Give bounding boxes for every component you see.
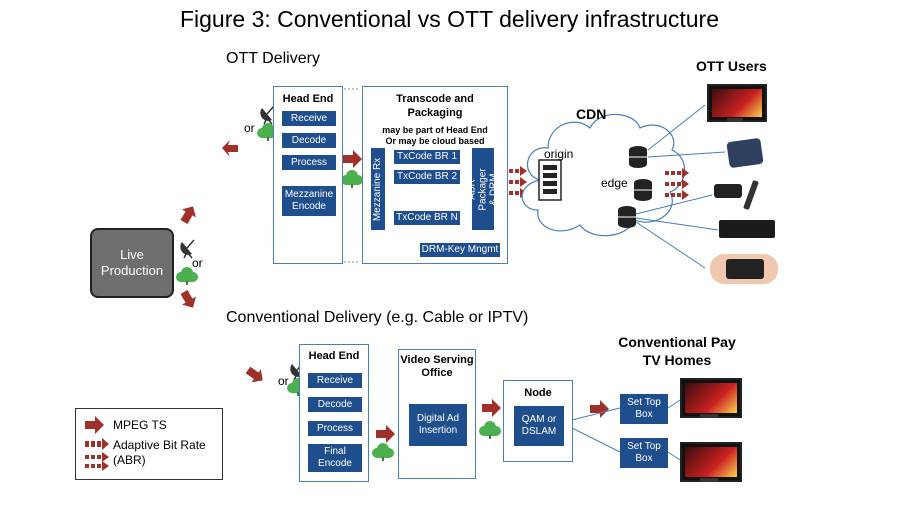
apple-tv-icon <box>726 137 764 169</box>
vso-title: Video Serving Office <box>400 354 474 379</box>
conv-homes-title: Conventional Pay TV Homes <box>618 334 736 368</box>
abr-arrows-to-users <box>665 168 689 200</box>
mpeg-arrow-up <box>222 140 238 157</box>
ott-decode-step: Decode <box>282 133 336 148</box>
cdn-origin-label: origin <box>544 147 574 161</box>
abr-packager-block: ABR Packager & DRM <box>467 148 500 230</box>
edge-db-icon-2 <box>634 179 652 201</box>
ott-mezzanine-encode-step: Mezzanine Encode <box>282 186 336 216</box>
satellite-dish-icon <box>180 239 195 259</box>
conv-final-encode-step: Final Encode <box>308 444 362 472</box>
cloud-icon-node <box>479 421 501 439</box>
mpeg-arrow-to-transcode <box>343 150 362 168</box>
set-top-box-device-icon <box>719 220 775 238</box>
legend-box <box>75 408 223 480</box>
or-label-ott: or <box>244 121 255 135</box>
satellite-dish-icon-ott <box>260 105 275 125</box>
conventional-section-title: Conventional Delivery (e.g. Cable or IPT… <box>226 309 529 326</box>
cloud-icon-live <box>176 267 198 285</box>
conv-receive-step: Receive <box>308 373 362 388</box>
txcode-brn: TxCode BR N <box>394 211 460 225</box>
or-label-live: or <box>192 256 203 270</box>
legend-abr-arrow <box>85 438 109 471</box>
edge-db-icon-3 <box>618 206 636 228</box>
cdn-title: CDN <box>576 106 607 122</box>
node-title: Node <box>524 387 552 399</box>
cdn-edge-label: edge <box>601 176 628 190</box>
hand-phone-icon <box>710 254 778 284</box>
digital-ad-insertion-box: Digital Ad Insertion <box>409 404 467 446</box>
cloud-icon-transcode <box>341 170 363 188</box>
mpeg-arrow-diag-down <box>180 290 196 308</box>
home-tv-stand-1 <box>700 414 718 418</box>
figure-title: Figure 3: Conventional vs OTT delivery i… <box>179 6 720 32</box>
conv-decode-step: Decode <box>308 397 362 412</box>
ott-smart-tv-icon <box>707 84 767 122</box>
edge-device-lines <box>635 104 726 269</box>
ott-headend-title: Head End <box>282 93 334 105</box>
transcode-note-1: may be part of Head End <box>382 125 488 135</box>
node-stb-lines <box>571 399 681 461</box>
or-label-conv: or <box>278 374 289 388</box>
ott-section-title: OTT Delivery <box>226 50 320 67</box>
transcode-note-2: Or may be cloud based <box>385 136 485 146</box>
mpeg-arrow-to-vso <box>376 425 395 443</box>
legend-mpeg-label: MPEG TS <box>113 418 167 432</box>
abr-packager-label: ABR Packager & DRM <box>466 167 500 211</box>
set-top-box-1: Set Top Box <box>620 394 668 424</box>
drm-key-mngmt: DRM-Key Mngmt <box>420 243 500 257</box>
txcode-br1: TxCode BR 1 <box>394 150 460 164</box>
ott-tv-stand <box>727 118 743 122</box>
mezzanine-rx-block: Mezzanine Rx <box>371 148 385 230</box>
legend-mpeg-arrow <box>85 416 104 434</box>
cloud-icon-vso <box>372 443 394 461</box>
edge-db-icon-1 <box>629 146 647 168</box>
conv-headend-title: Head End <box>308 350 360 362</box>
set-top-box-2: Set Top Box <box>620 438 668 468</box>
legend-abr-label: Adaptive Bit Rate (ABR) <box>113 438 206 467</box>
mpeg-arrow-diag-up <box>180 206 196 224</box>
ott-process-step: Process <box>282 155 336 170</box>
transcode-title: Transcode and Packaging <box>396 93 474 119</box>
live-production-box: Live Production <box>90 228 174 298</box>
mpeg-arrow-to-node <box>482 399 501 417</box>
ott-receive-step: Receive <box>282 111 336 126</box>
mpeg-arrow-conv-in <box>245 366 263 383</box>
mpeg-arrow-to-stb <box>590 400 609 418</box>
streaming-stick-icon <box>714 184 742 198</box>
qam-dslam-box: QAM or DSLAM <box>514 406 564 446</box>
ott-users-title: OTT Users <box>696 58 767 74</box>
conv-process-step: Process <box>308 421 362 436</box>
mezzanine-rx-label: Mezzanine Rx <box>372 157 384 221</box>
home-tv-stand-2 <box>700 478 718 482</box>
home-tv-icon-1 <box>680 378 742 418</box>
home-tv-icon-2 <box>680 442 742 482</box>
origin-server-icon <box>538 159 562 201</box>
txcode-br2: TxCode BR 2 <box>394 170 460 184</box>
